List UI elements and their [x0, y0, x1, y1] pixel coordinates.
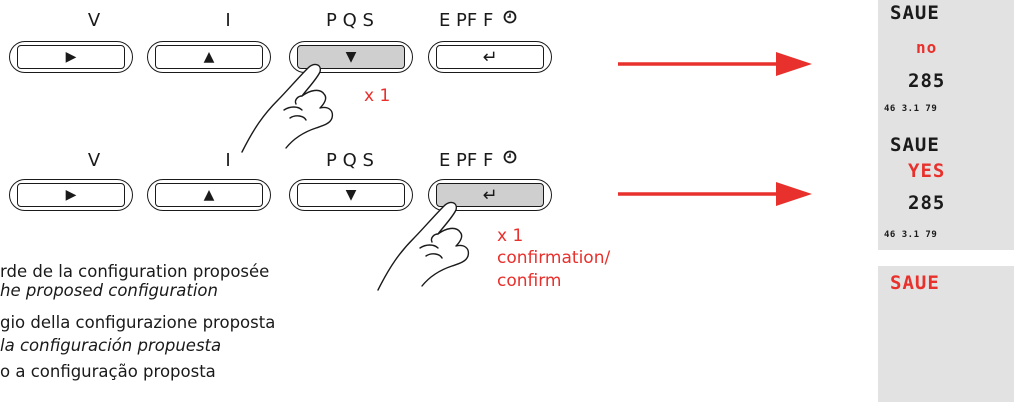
- display-line2: no: [916, 38, 938, 57]
- key-label-epff: E PF F: [408, 10, 548, 31]
- display-panel-yes: SAUE YES 285 46 3.1 79: [878, 130, 1014, 250]
- key-label-pqs: P Q S: [326, 150, 374, 171]
- key-label-i: I: [225, 10, 231, 31]
- clock-icon: [503, 150, 517, 164]
- arrow-right-icon: [618, 52, 812, 76]
- display-line1: SAUE: [890, 272, 940, 294]
- key-label-v: V: [87, 10, 101, 31]
- press-count-note: x 1: [364, 86, 391, 106]
- display-line4: 46 3.1 79: [884, 230, 938, 240]
- confirm-note-line1: confirmation/: [497, 248, 611, 268]
- down-arrow-icon: ▼: [345, 49, 357, 65]
- play-icon: ▶: [65, 187, 77, 203]
- display-line3: 285: [908, 70, 946, 92]
- v-button[interactable]: ▶: [9, 41, 133, 73]
- play-icon: ▶: [65, 49, 77, 65]
- arrow-right-icon: [618, 182, 812, 206]
- display-line1: SAUE: [890, 134, 940, 156]
- pqs-button[interactable]: ▼: [289, 179, 413, 211]
- i-button[interactable]: ▲: [147, 179, 271, 211]
- pressing-hand-icon: [377, 201, 470, 291]
- display-line4: 46 3.1 79: [884, 104, 938, 114]
- caption-it: gio della configurazione proposta: [0, 313, 276, 332]
- key-label-epff: E PF F: [408, 150, 548, 171]
- pressing-hand-icon: [241, 63, 334, 153]
- display-panel-saved: SAUE: [878, 266, 1014, 402]
- press-count-note: x 1: [497, 226, 524, 246]
- clock-icon: [503, 10, 517, 24]
- enter-icon: ↵: [482, 46, 498, 68]
- confirm-note-line2: confirm: [497, 271, 562, 291]
- enter-icon: ↵: [482, 184, 498, 206]
- i-button[interactable]: ▲: [147, 41, 271, 73]
- key-label-v: V: [87, 150, 101, 171]
- caption-fr: rde de la configuration proposée: [0, 262, 270, 281]
- enter-button[interactable]: ↵: [428, 41, 552, 73]
- v-button[interactable]: ▶: [9, 179, 133, 211]
- caption-en: he proposed configuration: [0, 281, 218, 300]
- up-arrow-icon: ▲: [203, 49, 215, 65]
- display-panel-no: SAUE no 285 46 3.1 79: [878, 0, 1014, 130]
- up-arrow-icon: ▲: [203, 187, 215, 203]
- key-label-pqs: P Q S: [326, 10, 374, 31]
- display-line1: SAUE: [890, 2, 940, 24]
- display-line2: YES: [908, 160, 946, 182]
- down-arrow-icon: ▼: [345, 187, 357, 203]
- key-label-i: I: [225, 150, 231, 171]
- caption-es: la configuración propuesta: [0, 336, 222, 355]
- caption-pt: o a configuração proposta: [0, 362, 216, 381]
- display-line3: 285: [908, 192, 946, 214]
